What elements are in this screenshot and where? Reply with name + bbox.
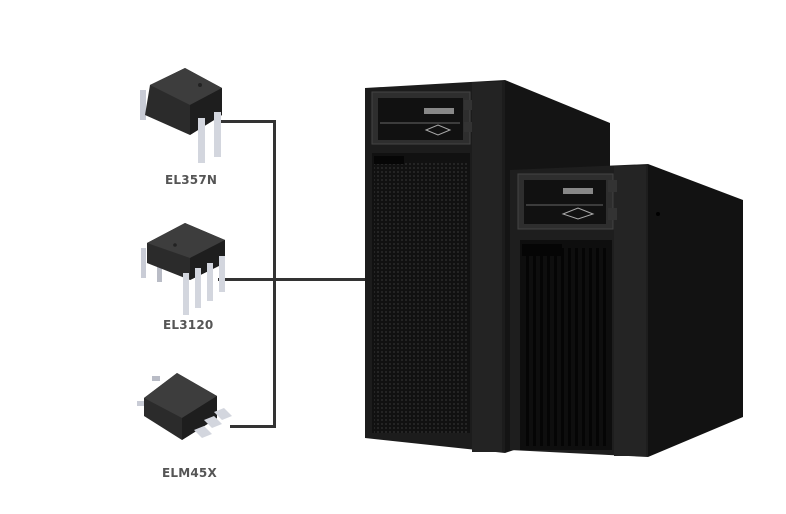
ups-button — [608, 208, 617, 220]
chip-el357n — [140, 68, 222, 163]
ups-button — [464, 100, 472, 110]
chip-pin — [214, 112, 221, 157]
chip-label-el3120: EL3120 — [163, 318, 214, 332]
ups-button — [464, 122, 472, 132]
ups-button — [608, 180, 617, 192]
chip-elm45x — [137, 373, 232, 440]
ups-tower-small — [510, 164, 743, 457]
chip-el3120 — [141, 223, 225, 315]
chip-pin — [198, 118, 205, 163]
connector-wire-middle — [218, 278, 365, 281]
chip-pin — [140, 90, 146, 120]
connector-wire-vertical — [273, 120, 276, 428]
connector-wire-bottom — [230, 425, 276, 428]
connector-wire-top — [220, 120, 276, 123]
chip-label-elm45x: ELM45X — [162, 466, 217, 480]
chip-label-el357n: EL357N — [165, 173, 218, 187]
